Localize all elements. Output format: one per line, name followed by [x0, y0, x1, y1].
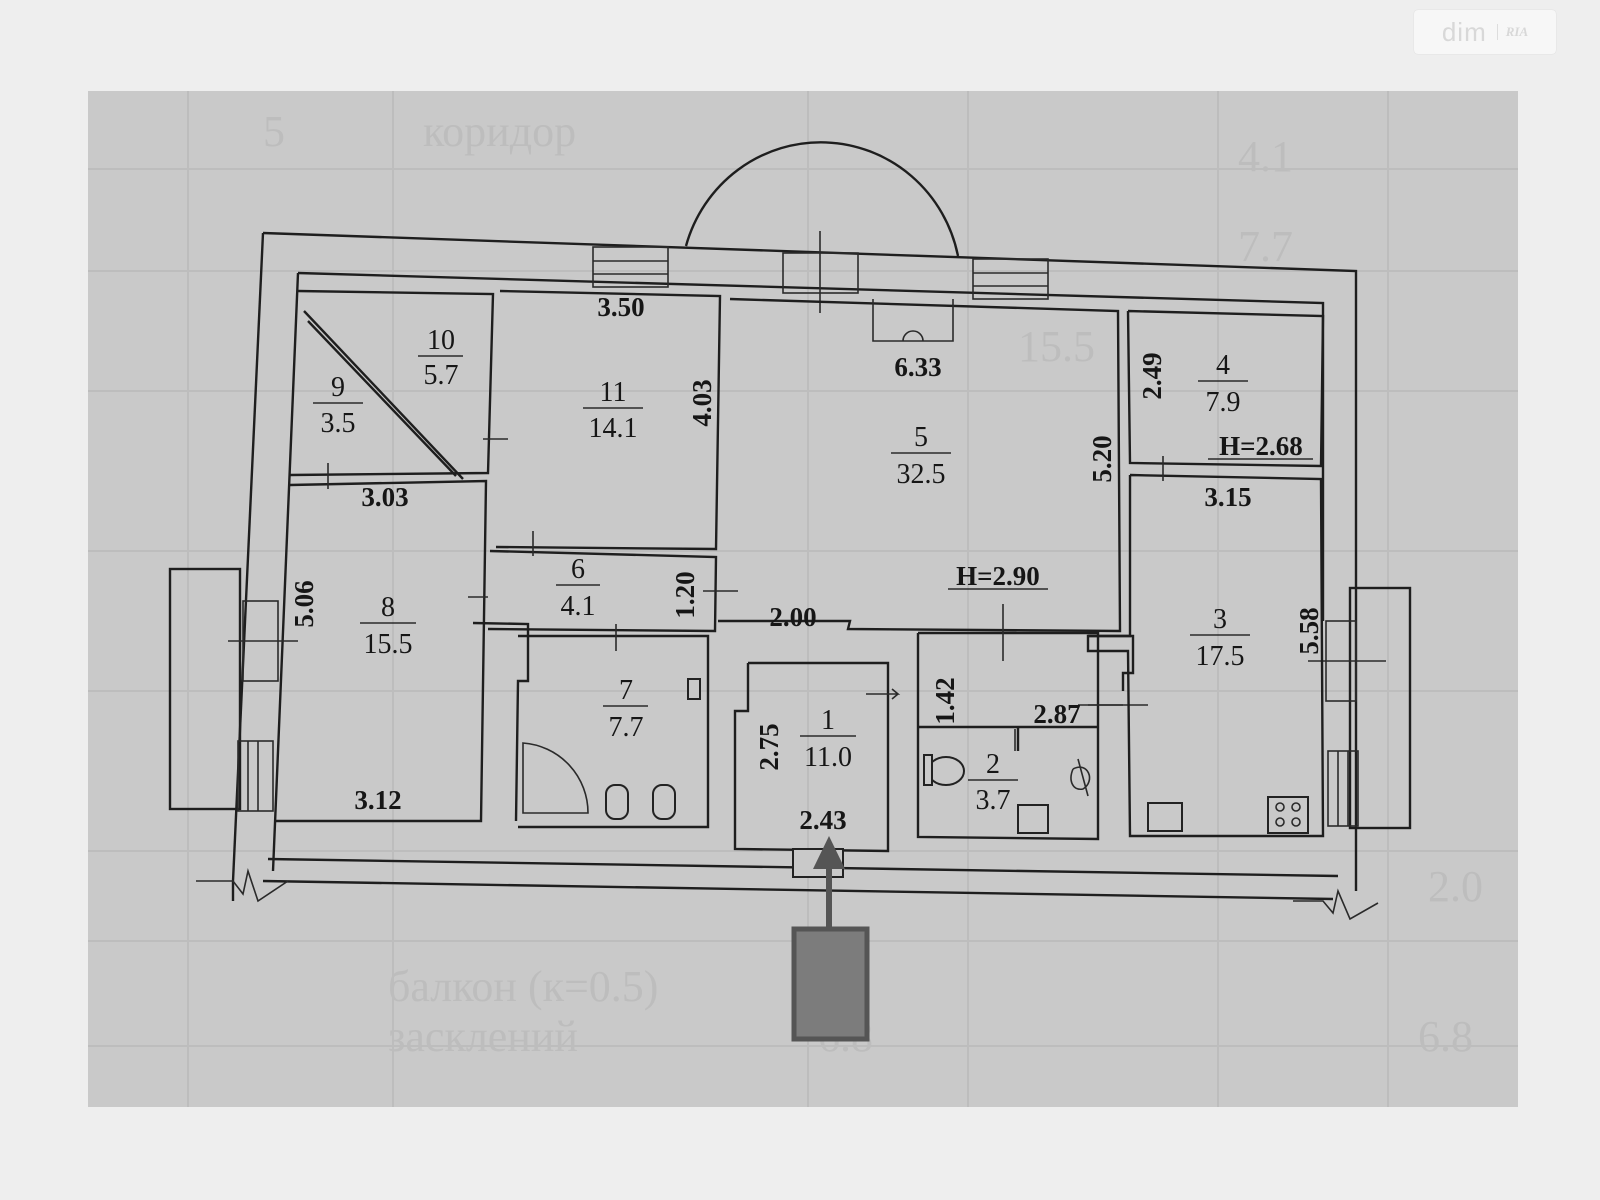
right-balcony [1348, 586, 1412, 830]
room-2-number: 2 [986, 749, 1000, 780]
room-labels: 10 5.7 9 3.5 11 14.1 5 32.5 4 7.9 8 15.5… [313, 325, 1250, 816]
radiator [872, 299, 954, 342]
dimension-label: 3.03 [361, 482, 408, 512]
room-11-number: 11 [600, 377, 627, 408]
room-6-number: 6 [571, 554, 585, 585]
dimension-label: 5.58 [1294, 607, 1324, 654]
room-10-area: 5.7 [424, 360, 459, 391]
room-10-number: 10 [427, 325, 455, 356]
bg-text: 4.1 [1238, 132, 1293, 181]
bg-text: 15.5 [1018, 322, 1095, 371]
room-5-number: 5 [914, 422, 928, 453]
watermark-sub: RIA [1496, 24, 1528, 40]
dimension-label: 5.20 [1087, 435, 1117, 482]
ceiling-heights: H=2.90 H=2.68 [948, 431, 1313, 591]
room-11-area: 14.1 [589, 413, 638, 444]
top-windows [592, 231, 1049, 313]
dim-ria-watermark: dim RIA [1414, 10, 1556, 54]
toilet-fixtures [522, 678, 1309, 834]
bg-text: 5 [263, 107, 285, 156]
ceiling-height-room4: H=2.68 [1219, 431, 1303, 461]
room-8-area: 15.5 [364, 629, 413, 660]
room-8-number: 8 [381, 592, 395, 623]
dimension-label: 2.49 [1137, 352, 1167, 399]
interior-walls [274, 289, 1325, 853]
dimension-label: 2.75 [754, 723, 784, 770]
floor-plan-photo: 5 коридор 4.1 7.7 15.5 балкон (к=0.5) за… [88, 91, 1518, 1107]
dimension-label: 5.06 [289, 580, 319, 627]
floor-plan-drawing: 5 коридор 4.1 7.7 15.5 балкон (к=0.5) за… [88, 91, 1518, 1107]
room-3-area: 17.5 [1196, 641, 1245, 672]
room-1-area: 11.0 [804, 742, 852, 773]
door-ticks [327, 438, 1164, 751]
dimension-labels: 3.50 6.33 4.03 2.49 5.20 3.03 3.15 5.06 … [289, 292, 1324, 835]
dimension-label: 3.15 [1204, 482, 1251, 512]
door-swing [522, 742, 589, 814]
room-9-area: 3.5 [321, 408, 356, 439]
bg-text: 6.8 [1418, 1012, 1473, 1061]
room-9-number: 9 [331, 372, 345, 403]
room-4-area: 7.9 [1206, 387, 1241, 418]
dimension-label: 1.20 [670, 571, 700, 618]
bg-text: 7.7 [1238, 222, 1293, 271]
room-7-area: 7.7 [609, 712, 644, 743]
room-1-number: 1 [821, 705, 835, 736]
background-table-text: 5 коридор 4.1 7.7 15.5 балкон (к=0.5) за… [263, 107, 1483, 1061]
dimension-label: 4.03 [687, 379, 717, 426]
dimension-label: 2.87 [1033, 699, 1080, 729]
bay-window-arc [684, 141, 960, 257]
dimension-label: 1.42 [930, 677, 960, 724]
entrance-marker [791, 836, 870, 1042]
room-3-number: 3 [1213, 604, 1227, 635]
room-5-area: 32.5 [897, 459, 946, 490]
ceiling-height-main: H=2.90 [956, 561, 1040, 591]
room-4-number: 4 [1216, 350, 1230, 381]
bg-text: 2.0 [1428, 862, 1483, 911]
bg-text: коридор [423, 107, 576, 156]
bg-text: балкон (к=0.5) [388, 962, 658, 1011]
bg-text: засклений [388, 1012, 578, 1061]
dimension-label: 2.00 [769, 602, 816, 632]
dimension-label: 2.43 [799, 805, 846, 835]
room-7-number: 7 [619, 675, 633, 706]
dimension-label: 6.33 [894, 352, 941, 382]
dimension-label: 3.12 [354, 785, 401, 815]
room-2-area: 3.7 [976, 785, 1011, 816]
room-6-area: 4.1 [561, 591, 596, 622]
outer-walls [196, 231, 1379, 921]
watermark-brand: dim [1441, 16, 1487, 47]
left-balcony [168, 567, 242, 811]
dimension-label: 3.50 [597, 292, 644, 322]
